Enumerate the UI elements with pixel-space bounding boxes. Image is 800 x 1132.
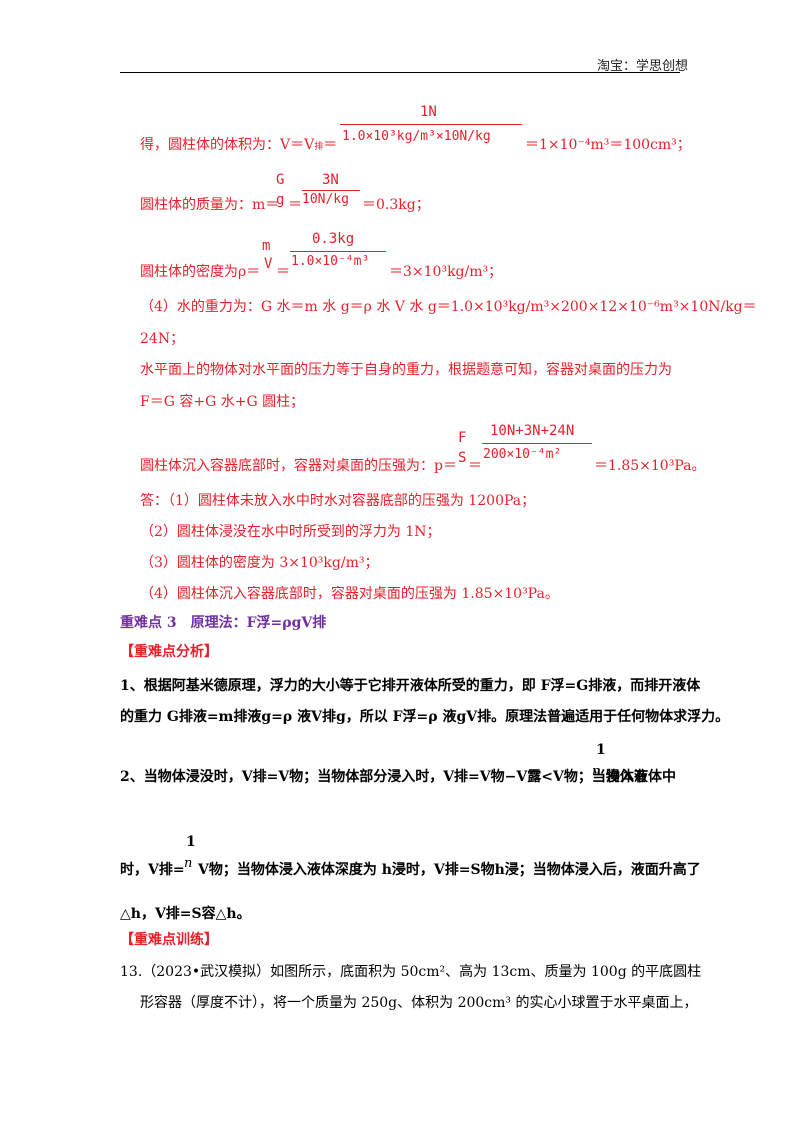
answer-4: （4）圆柱体沉入容器底部时，容器对桌面的压强为 1.85×10³Pa。 [140, 586, 559, 602]
pressure-eq: ＝ [468, 458, 482, 474]
pressure-denominator: 200×10⁻⁴m² [483, 447, 562, 462]
density-numerator: 0.3kg [312, 231, 355, 247]
volume-prefix: 得，圆柱体的体积为：V＝V排＝ [140, 137, 338, 153]
volume-fraction-bar [340, 124, 522, 125]
volume-numerator: 1N [420, 104, 437, 120]
mass-numerator: 3N [322, 172, 339, 188]
fraction-1-denominator: n [592, 764, 601, 779]
density-eq: ＝ [276, 264, 290, 280]
mass-denominator: 10N/kg [302, 192, 349, 207]
density-denominator: 1.0×10⁻⁴m³ [291, 254, 370, 269]
volume-paragraph-line1-tail: 浸入液体中 [606, 769, 676, 785]
mass-prefix: 圆柱体的质量为：m＝ [140, 197, 280, 213]
volume-paragraph-line3: △h，V排=S容△h。 [120, 906, 251, 922]
volume-result: ＝1×10⁻⁴m³＝100cm³； [525, 137, 691, 153]
volume-paragraph-line1: 2、当物体浸没时，V排=V物；当物体部分浸入时，V排=V物−V露<V物；当物体有 [120, 769, 648, 785]
pressure-sum: F＝G 容+G 水+G 圆柱； [140, 394, 305, 410]
question-13-line2: 形容器（厚度不计），将一个质量为 250g、体积为 200cm³ 的实心小球置于… [140, 995, 698, 1011]
fraction-1-numerator: 1 [596, 742, 606, 758]
pressure-f-numerator: F [458, 430, 467, 446]
mass-eq: ＝ [288, 197, 302, 213]
question-13-line1: 13.（2023•武汉模拟）如图所示，底面积为 50cm²、高为 13cm、质量… [120, 964, 702, 980]
answer-2: （2）圆柱体浸没在水中时所受到的浮力为 1N； [140, 524, 441, 540]
pressure-result: ＝1.85×10³Pa。 [594, 458, 706, 474]
answer-3: （3）圆柱体的密度为 3×10³kg/m³； [140, 555, 379, 571]
header-shop-label: 淘宝：学思创想 [596, 59, 688, 74]
pressure-numerator: 10N+3N+24N [490, 423, 575, 439]
principle-paragraph-line2: 的重力 G排液=m排液g=ρ 液V排g，所以 F浮=ρ 液gV排。原理法普遍适用… [120, 709, 730, 725]
pressure-explanation: 水平面上的物体对水平面的压力等于自身的重力，根据题意可知，容器对桌面的压力为 [140, 362, 672, 378]
volume-paragraph-line2-prefix: 时，V排= [120, 862, 185, 878]
water-gravity-result: 24N； [140, 331, 185, 347]
mass-g-numerator: G [276, 172, 285, 188]
volume-denominator: 1.0×10³kg/m³×10N/kg [342, 129, 491, 144]
volume-paragraph-line2: V物；当物体浸入液体深度为 h浸时，V排=S物h浸；当物体浸入后，液面升高了 [198, 862, 701, 878]
fraction-2-numerator: 1 [186, 834, 196, 850]
fraction-2-denominator: n [184, 856, 193, 871]
mass-result: ＝0.3kg； [362, 197, 430, 213]
pressure-fraction-bar [482, 443, 592, 444]
mass-fraction-bar [302, 190, 360, 191]
pressure-prefix: 圆柱体沉入容器底部时，容器对桌面的压强为：p＝ [140, 458, 457, 474]
mass-g-denominator: g [276, 192, 285, 208]
water-gravity-line: （4）水的重力为：G 水＝m 水 g＝ρ 水 V 水 g＝1.0×10³kg/m… [140, 299, 757, 315]
pressure-s-denominator: S [458, 450, 467, 466]
density-v-denominator: V [264, 256, 273, 272]
density-fraction-bar [290, 251, 386, 252]
answer-1: 答：（1）圆柱体未放入水中时水对容器底部的压强为 1200Pa； [140, 493, 536, 509]
density-result: ＝3×10³kg/m³； [389, 264, 503, 280]
training-heading: 【重难点训练】 [120, 932, 218, 948]
density-prefix: 圆柱体的密度为ρ＝ [140, 264, 261, 280]
analysis-heading: 【重难点分析】 [120, 644, 218, 660]
density-m-numerator: m [262, 238, 271, 254]
section-title: 重难点 3 原理法：F浮=ρgV排 [120, 615, 327, 631]
header-divider [120, 72, 680, 73]
principle-paragraph-line1: 1、根据阿基米德原理，浮力的大小等于它排开液体所受的重力，即 F浮=G排液，而排… [120, 678, 701, 694]
